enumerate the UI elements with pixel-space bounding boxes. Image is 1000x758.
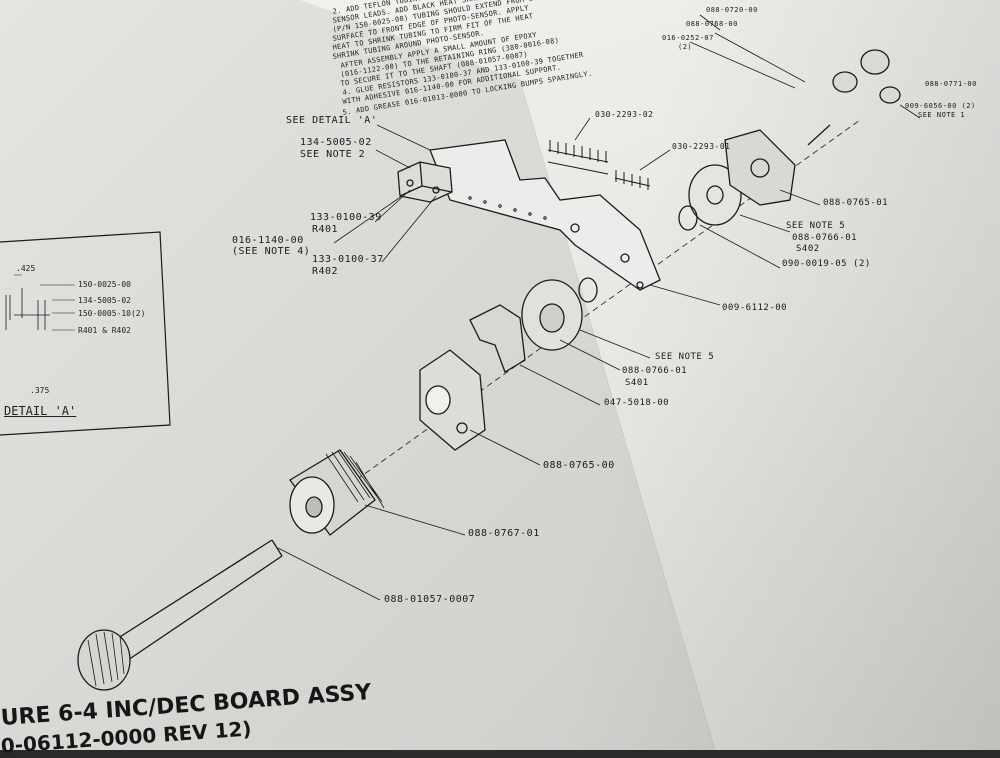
callout-088-0765-01: 088-0765-01 <box>823 198 889 208</box>
callout-r401: R401 <box>312 224 339 235</box>
detent-housing-lower <box>419 349 486 451</box>
circuit-board <box>429 139 661 291</box>
housing-bore <box>750 158 770 178</box>
washer-ring <box>678 205 698 231</box>
upper-knob-part <box>879 86 901 104</box>
callout-see-note-5-upper: SEE NOTE 5 <box>786 221 846 231</box>
encoder-disc-hub <box>706 185 724 205</box>
housing-bore <box>425 385 451 415</box>
callout-see-note-4: (SEE NOTE 4) <box>232 246 311 257</box>
callout-134-5005-02: 134-5005-02 <box>300 137 372 148</box>
knurled-knob <box>289 449 385 536</box>
detent-disc-hub <box>539 303 565 333</box>
callout-090-0019-05: 090-0019-05 (2) <box>782 259 871 269</box>
detail-dim-375: .375 <box>30 386 50 395</box>
callout-009-6056-00: 009-6056-00 (2) <box>905 102 976 110</box>
detail-a-box <box>0 231 171 436</box>
callout-133-0100-37: 133-0100-37 <box>312 254 384 265</box>
connector-pins-lower <box>614 170 651 190</box>
callout-s401: S401 <box>625 378 649 388</box>
callout-s402: S402 <box>796 244 820 254</box>
screw <box>807 124 831 146</box>
upper-knob-part <box>832 71 858 93</box>
callout-088-0767-01: 088-0767-01 <box>468 528 540 539</box>
callout-009-6112-00: 009-6112-00 <box>722 303 788 313</box>
callout-030-2293-02: 030-2293-02 <box>595 110 654 119</box>
callout-088-01057-0007: 088-01057-0007 <box>384 594 476 605</box>
callout-see-note-2: SEE NOTE 2 <box>300 149 366 160</box>
leader-lines <box>277 14 921 601</box>
callout-088-0766-01-upper: 088-0766-01 <box>792 233 858 243</box>
callout-088-0720-00: 088-0720-00 <box>706 6 758 14</box>
callout-qty-2: (2) <box>678 43 693 51</box>
callout-030-2293-01: 030-2293-01 <box>672 142 731 151</box>
board-hole <box>620 253 630 263</box>
callout-016-1140-00: 016-1140-00 <box>232 235 304 246</box>
encoder-disc <box>688 164 742 226</box>
callout-088-0765-00: 088-0765-00 <box>543 460 615 471</box>
connector-pins-upper <box>547 140 609 175</box>
solder-pads <box>468 196 547 220</box>
callout-088-0766-01-lower: 088-0766-01 <box>622 366 688 376</box>
callout-see-note-5-lower: SEE NOTE 5 <box>655 352 715 362</box>
board-hole <box>636 281 644 289</box>
callout-088-0771-00: 088-0771-00 <box>925 80 977 88</box>
callout-016-0252-07: 016-0252-07 <box>662 34 714 42</box>
board-hole <box>570 223 580 233</box>
spring-clip <box>469 304 526 373</box>
callout-see-detail-a: SEE DETAIL 'A' <box>286 115 378 126</box>
detent-housing-upper <box>724 129 796 206</box>
callout-047-5018-00: 047-5018-00 <box>604 398 670 408</box>
detail-r401-r402: R401 & R402 <box>78 326 131 335</box>
detail-title: DETAIL 'A' <box>4 404 77 418</box>
detail-dim-425: .425 <box>16 264 36 273</box>
washer-ring-lower <box>578 277 598 303</box>
shaft <box>77 539 283 691</box>
callout-see-note-1: SEE NOTE 1 <box>918 111 966 119</box>
detail-150-0025-00: 150-0025-00 <box>78 280 131 289</box>
photo-sensor-block <box>397 161 453 203</box>
callout-133-0100-39: 133-0100-39 <box>310 212 382 223</box>
upper-knob-part <box>860 49 890 75</box>
detail-134-5005-02: 134-5005-02 <box>78 296 131 305</box>
callout-r402: R402 <box>312 266 339 277</box>
detail-150-0005-10: 150-0005-10(2) <box>78 309 146 318</box>
housing-hole <box>456 422 468 434</box>
callout-088-0768-00: 088-0768-00 <box>686 20 738 28</box>
